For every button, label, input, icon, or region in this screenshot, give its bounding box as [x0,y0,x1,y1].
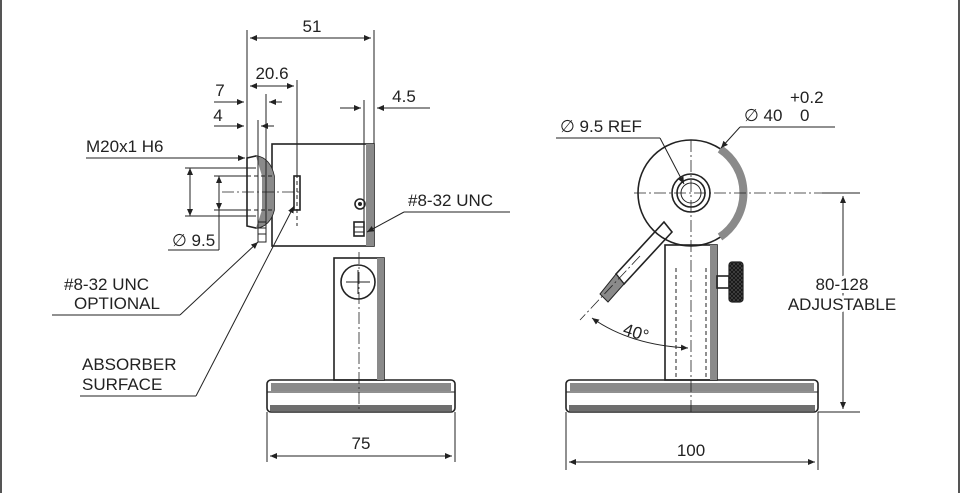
optional-callout: #8-32 UNC OPTIONAL [52,241,259,316]
front-knurled-knob [716,261,744,303]
diameter-label: ∅ 40 [744,106,782,125]
aperture-ref-callout: ∅ 9.5 REF [556,117,685,185]
height-dim: 80-128 ADJUSTABLE [785,192,899,413]
height-label-line2: ADJUSTABLE [788,295,896,314]
thread-label: M20x1 H6 [86,137,163,156]
dim-51-label: 51 [303,17,322,36]
dim-4: 4 [213,106,274,222]
diameter-callout: ∅ 40 +0.2 0 [720,88,835,149]
side-view: 51 20.6 7 4 4.5 M2 [52,17,510,462]
front-base [565,379,819,413]
dim-4-5-label: 4.5 [392,87,416,106]
mount-callout: #8-32 UNC [366,191,510,233]
absorber-callout: ABSORBER SURFACE [80,205,295,397]
dim-4-label: 4 [213,106,222,125]
side-sensor-head [222,143,375,247]
side-clamp-knob [340,264,376,300]
absorber-label-line2: SURFACE [82,375,162,394]
thread-callout: M20x1 H6 [86,137,247,217]
tolerance-plus: +0.2 [790,88,824,107]
mount-label: #8-32 UNC [408,191,493,210]
dim-20-6: 20.6 [250,64,298,176]
dim-7-label: 7 [215,81,224,100]
optional-label-line2: OPTIONAL [74,294,160,313]
dim-100: 100 [565,412,819,470]
absorber-label-line1: ABSORBER [82,355,176,374]
dim-75-label: 75 [352,434,371,453]
dim-75: 75 [266,412,456,462]
aperture-callout: ∅ 9.5 [168,175,247,251]
front-view: 40° ∅ 9.5 REF ∅ 40 +0.2 0 80-128 ADJUSTA… [556,88,899,470]
dim-7: 7 [214,81,282,222]
front-post [664,140,718,412]
dim-100-label: 100 [677,441,705,460]
aperture-ref-label: ∅ 9.5 REF [560,117,642,136]
height-label-line1: 80-128 [816,275,869,294]
side-post [333,252,385,412]
optional-label-line1: #8-32 UNC [64,275,149,294]
tolerance-minus: 0 [800,106,809,125]
aperture-label: ∅ 9.5 [172,231,215,250]
angle-dim-40: 40° [591,317,689,351]
dim-4-5: 4.5 [340,87,430,222]
dim-20-6-label: 20.6 [255,64,288,83]
side-base [266,379,456,413]
front-cable-arm [579,220,674,321]
dim-51: 51 [246,17,375,158]
